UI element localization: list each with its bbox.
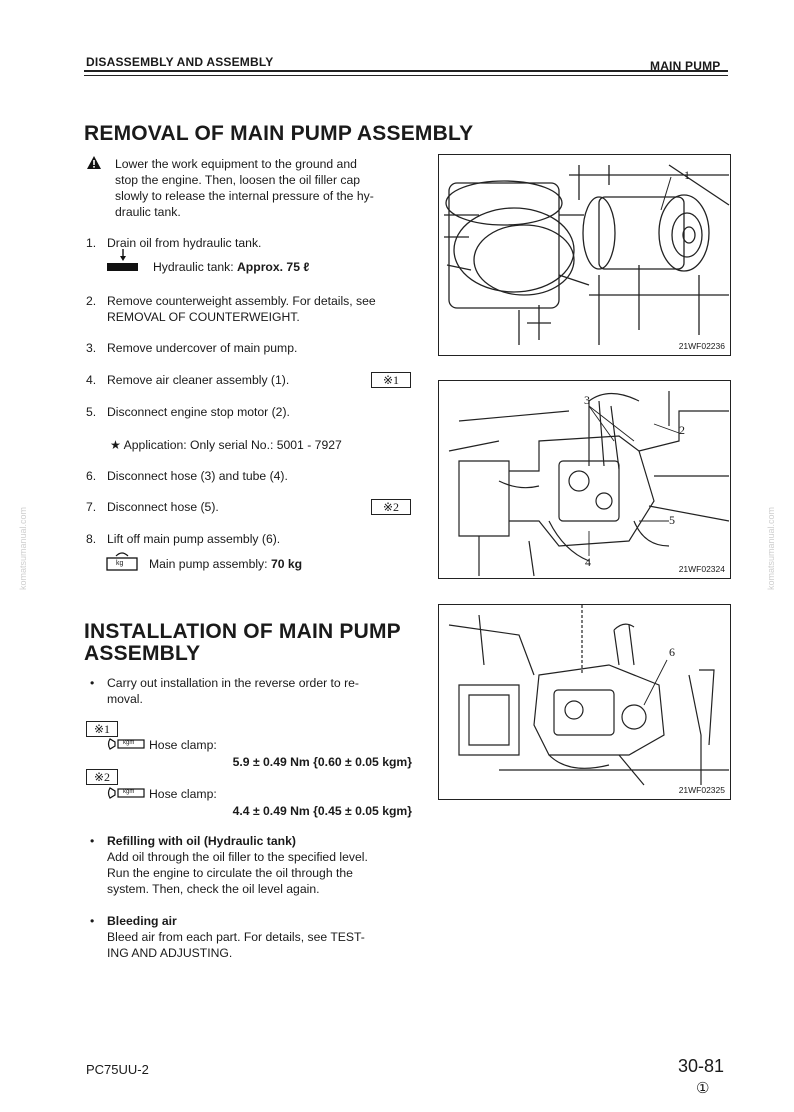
ref-mark-2: ※2 (371, 499, 411, 515)
step-6-text: Disconnect hose (3) and tube (4). (107, 469, 288, 483)
torque-ref-1: ※1 (86, 721, 118, 737)
bleed-bullet: • (90, 914, 95, 928)
torque-icon-label-1: kgm (123, 740, 135, 746)
figure-1-air-cleaner: 1 21WF02236 (438, 154, 731, 356)
section-header: DISASSEMBLY AND ASSEMBLY (86, 55, 274, 69)
step-7-number: 7. (86, 500, 97, 514)
footer-page-number: 30-81 (678, 1056, 725, 1076)
torque-label-1: Hose clamp: (149, 738, 217, 752)
installation-title: INSTALLATION OF MAIN PUMP ASSEMBLY (84, 620, 401, 665)
step-8-number: 8. (86, 532, 97, 546)
header-rule-2 (84, 75, 728, 76)
torque-ref-2: ※2 (86, 769, 118, 785)
figure-2-pump-hoses: 3 2 5 4 21WF02324 (438, 380, 731, 579)
refill-block: Refilling with oil (Hydraulic tank) Add … (107, 834, 368, 896)
figure-2-drawing (448, 391, 730, 577)
removal-title: REMOVAL OF MAIN PUMP ASSEMBLY (84, 122, 474, 145)
footer-revision-mark: ① (696, 1080, 710, 1097)
drain-note: Hydraulic tank: Approx. 75 ℓ (153, 260, 310, 274)
warning-text: Lower the work equipment to the ground a… (115, 157, 374, 219)
header-rule (84, 70, 728, 72)
torque-wrench-icon-2: kgm (106, 786, 146, 800)
step-3-text: Remove undercover of main pump. (107, 341, 298, 355)
torque-icon-label-2: kgm (123, 789, 135, 795)
watermark-left: komatsumanual.com (18, 506, 28, 590)
figure-2-callout-2: 2 (679, 423, 685, 437)
step-8-text: Lift off main pump assembly (6). (107, 532, 281, 546)
step-3-number: 3. (86, 341, 97, 355)
topic-header: MAIN PUMP (650, 59, 721, 73)
figure-2-callout-3: 3 (584, 393, 590, 407)
weight-icon: kg (106, 550, 138, 572)
drain-icon (104, 249, 138, 273)
step-4-text: Remove air cleaner assembly (1). (107, 373, 290, 387)
figure-2-code: 21WF02324 (678, 564, 725, 574)
figure-3-callout-6: 6 (669, 645, 675, 659)
figure-1-code: 21WF02236 (678, 341, 725, 351)
step-7-text: Disconnect hose (5). (107, 500, 219, 514)
figure-1-callout-1: 1 (684, 168, 690, 182)
figure-2-callout-4: 4 (585, 555, 591, 569)
application-note: ★ Application: Only serial No.: 5001 - 7… (110, 438, 342, 452)
step-5-text: Disconnect engine stop motor (2). (107, 405, 290, 419)
weight-icon-label: kg (116, 560, 124, 567)
step-4-number: 4. (86, 373, 97, 387)
torque-value-2: 4.4 ± 0.49 Nm {0.45 ± 0.05 kgm} (232, 804, 412, 818)
figure-3-lift-pump: 6 21WF02325 (438, 604, 731, 800)
figure-3-code: 21WF02325 (678, 785, 725, 795)
step-1-number: 1. (86, 236, 97, 250)
figure-1-drawing (444, 164, 730, 345)
step-2-text: Remove counterweight assembly. For detai… (107, 294, 376, 324)
torque-value-1: 5.9 ± 0.49 Nm {0.60 ± 0.05 kgm} (232, 755, 412, 769)
footer-model: PC75UU-2 (86, 1062, 149, 1077)
weight-note: Main pump assembly: 70 kg (149, 557, 303, 571)
torque-label-2: Hose clamp: (149, 787, 217, 801)
step-5-number: 5. (86, 405, 97, 419)
bleed-block: Bleeding air Bleed air from each part. F… (107, 914, 365, 960)
figure-3-drawing (448, 605, 729, 786)
step-2-number: 2. (86, 294, 97, 308)
step-1-text: Drain oil from hydraulic tank. (107, 236, 262, 250)
ref-mark-1: ※1 (371, 372, 411, 388)
installation-intro: Carry out installation in the reverse or… (107, 676, 359, 706)
intro-bullet: • (90, 676, 95, 690)
watermark-right: komatsumanual.com (766, 506, 776, 590)
figure-2-callout-5: 5 (669, 513, 675, 527)
refill-bullet: • (90, 834, 95, 848)
step-6-number: 6. (86, 469, 97, 483)
warning-icon (86, 155, 102, 170)
torque-wrench-icon-1: kgm (106, 737, 146, 751)
